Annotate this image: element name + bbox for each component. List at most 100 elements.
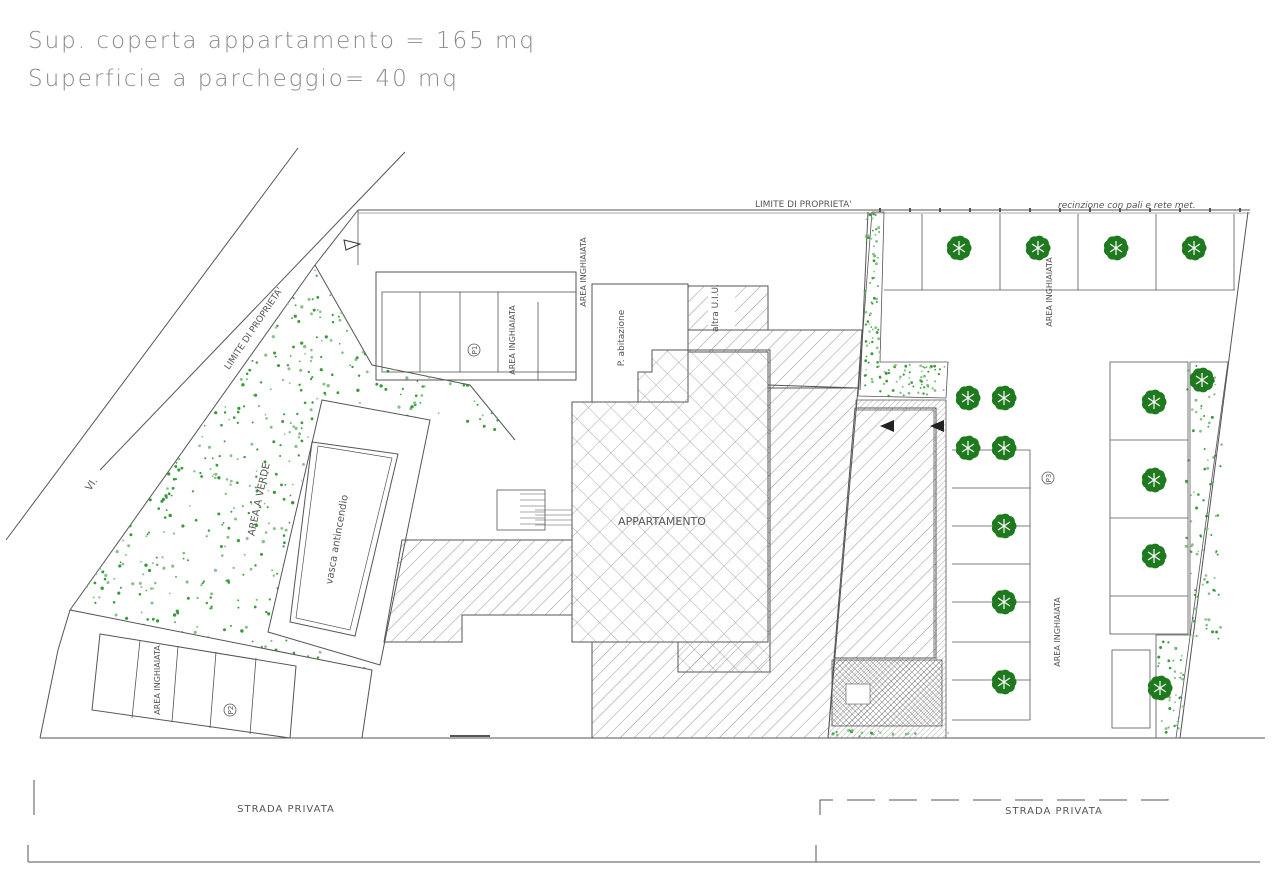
- green-dot: [368, 318, 371, 321]
- green-dot: [72, 432, 74, 435]
- green-dot: [371, 344, 375, 348]
- recinzione-label: recinzione con pali e rete met.: [1058, 201, 1196, 211]
- green-dot: [927, 370, 930, 373]
- green-dot: [89, 392, 92, 394]
- green-dot: [422, 339, 426, 343]
- green-dot: [261, 539, 265, 544]
- green-dot: [199, 471, 202, 475]
- green-dot: [358, 401, 361, 404]
- green-dot: [70, 401, 71, 404]
- green-dot: [461, 470, 465, 474]
- tree-icon: [1103, 235, 1129, 261]
- green-dot: [311, 401, 314, 404]
- fire-tank-inner-2: [295, 445, 393, 631]
- green-dot: [286, 263, 288, 265]
- stall-line: [131, 639, 141, 719]
- green-dot: [430, 269, 434, 272]
- green-dot: [485, 318, 489, 321]
- green-dot: [144, 277, 148, 281]
- green-dot: [227, 661, 230, 664]
- green-dot: [209, 468, 212, 470]
- green-dot: [891, 732, 895, 736]
- green-dot: [421, 311, 424, 314]
- green-dot: [1206, 466, 1210, 470]
- p3-label: P3: [1045, 474, 1053, 483]
- green-dot: [458, 499, 462, 503]
- green-dot: [115, 550, 119, 554]
- green-dot: [124, 327, 127, 330]
- green-dot: [436, 432, 439, 434]
- green-dot: [146, 618, 149, 621]
- green-dot: [396, 282, 401, 286]
- fence-posts: [879, 208, 1241, 212]
- green-dot: [311, 376, 314, 379]
- green-dot: [1167, 641, 1170, 644]
- green-dot: [922, 366, 924, 368]
- green-dot: [138, 593, 142, 596]
- green-dot: [422, 677, 424, 679]
- green-dot: [1201, 583, 1204, 586]
- green-dot: [129, 628, 131, 630]
- green-dot: [217, 476, 221, 480]
- green-dot: [869, 282, 871, 284]
- green-dot: [865, 374, 867, 377]
- green-dot: [74, 484, 78, 488]
- green-dot: [141, 427, 146, 432]
- green-dot: [522, 259, 525, 262]
- green-dot: [144, 332, 148, 335]
- green-dot: [428, 309, 431, 312]
- lot-line-lower: [39, 609, 373, 739]
- green-dot: [173, 432, 177, 436]
- green-dot: [873, 270, 876, 273]
- green-dot: [1185, 536, 1188, 540]
- green-dot: [147, 650, 150, 654]
- green-dot: [155, 317, 158, 320]
- green-dot: [338, 318, 342, 322]
- green-dot: [282, 300, 285, 304]
- green-dot: [868, 323, 870, 325]
- green-dot: [147, 663, 150, 666]
- green-dot: [458, 375, 461, 378]
- green-dot: [445, 314, 447, 317]
- green-dot: [175, 576, 177, 578]
- green-dot: [874, 326, 878, 330]
- green-dot: [390, 265, 392, 267]
- green-dot: [1200, 405, 1203, 407]
- green-dot: [165, 509, 168, 512]
- green-dot: [196, 311, 199, 313]
- green-dot: [456, 436, 459, 440]
- green-dot: [76, 339, 80, 343]
- green-dot: [899, 378, 901, 380]
- green-dot: [255, 489, 259, 493]
- green-dot: [137, 462, 141, 466]
- green-dot: [62, 503, 64, 505]
- green-dot: [228, 418, 231, 421]
- green-dot: [183, 275, 186, 278]
- green-dot: [122, 437, 126, 441]
- green-dot: [307, 655, 310, 657]
- green-dot: [441, 516, 445, 520]
- green-dot: [431, 265, 435, 269]
- green-dot: [350, 289, 353, 292]
- green-dot: [264, 272, 267, 275]
- green-dot: [300, 439, 304, 443]
- stall-line: [249, 657, 257, 735]
- green-dot: [517, 430, 519, 432]
- p2-marker: [223, 703, 237, 717]
- green-dot: [851, 728, 854, 732]
- green-dot: [399, 393, 402, 396]
- green-dot: [269, 388, 272, 391]
- green-dot: [70, 391, 73, 393]
- green-dot: [912, 385, 915, 388]
- green-dot: [89, 434, 93, 439]
- green-dot: [468, 452, 472, 456]
- green-dot: [236, 539, 240, 543]
- green-dot: [1195, 506, 1199, 510]
- building-left-hatch: [383, 539, 573, 643]
- green-dot: [264, 645, 267, 648]
- green-dot: [193, 323, 196, 326]
- green-dot: [868, 314, 871, 317]
- green-dot: [424, 673, 426, 675]
- tree-mark: [1147, 473, 1161, 487]
- green-dot: [1172, 659, 1175, 662]
